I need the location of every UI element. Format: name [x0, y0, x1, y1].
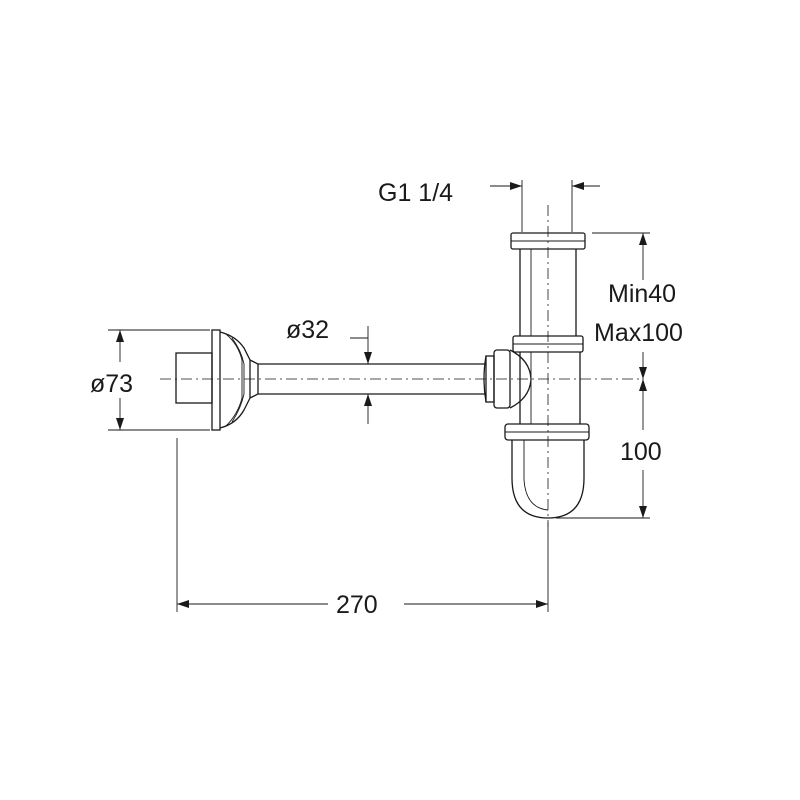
outlet-pipe — [258, 363, 486, 395]
wall-flange — [175, 329, 259, 431]
trap-body — [504, 352, 590, 519]
outlet-diameter-label: ø32 — [286, 316, 329, 344]
trap-height-dimension — [556, 379, 650, 519]
max-label: Max100 — [594, 319, 683, 347]
center-lines — [160, 205, 640, 527]
min-label: Min40 — [608, 280, 676, 308]
flange-diameter-label: ø73 — [90, 370, 133, 398]
trap-height-label: 100 — [620, 438, 662, 466]
tail-length-dimension — [592, 232, 650, 379]
pipe-diameter-dimension — [350, 326, 372, 424]
thread-label: G1 1/4 — [378, 179, 453, 207]
length-dimension — [176, 438, 549, 612]
flange-diameter-dimension — [108, 329, 210, 431]
thread-dimension — [490, 180, 600, 232]
length-label: 270 — [336, 591, 378, 619]
